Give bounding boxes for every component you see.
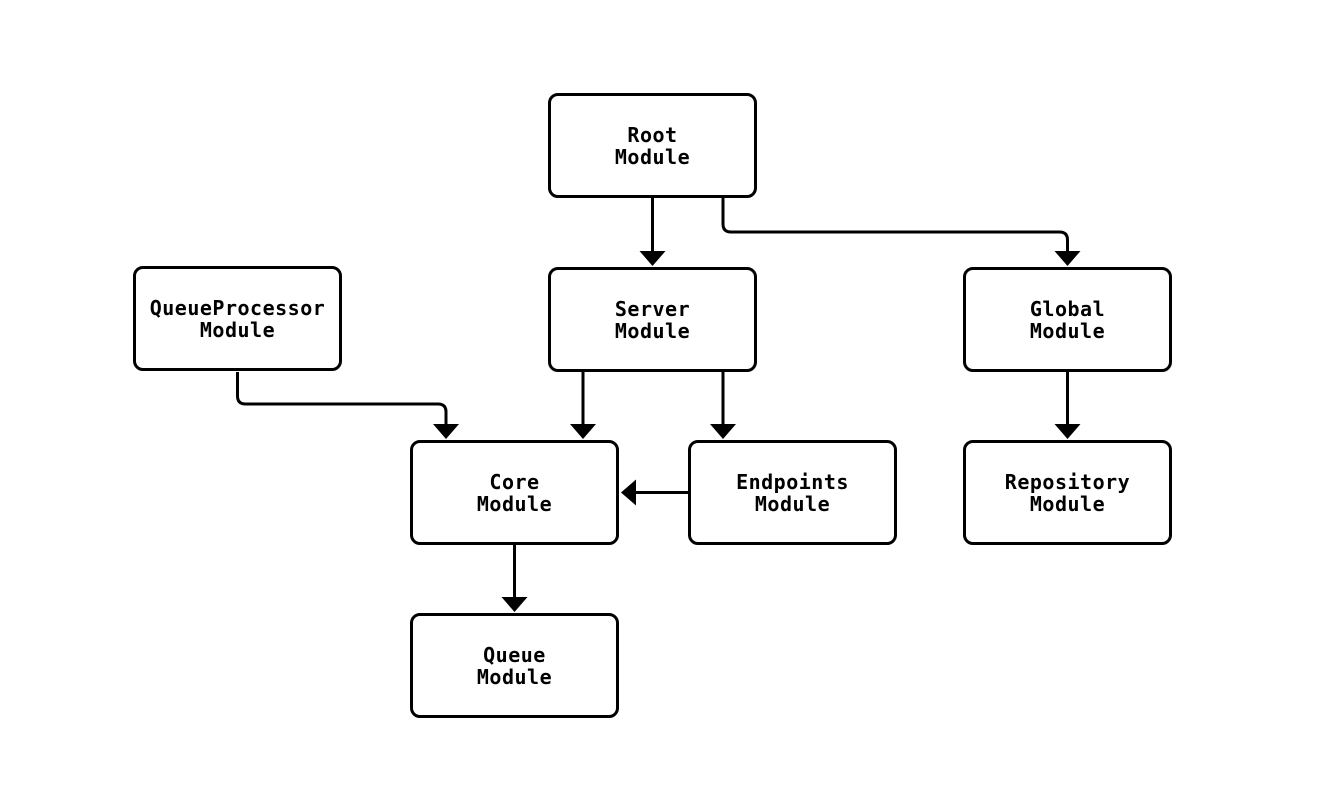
node-global-module: Global Module xyxy=(963,267,1172,372)
node-server-module: Server Module xyxy=(548,267,757,372)
arrowhead-down-icon xyxy=(1054,251,1081,266)
node-endpoints-module: Endpoints Module xyxy=(688,440,897,545)
arrowhead-down-icon xyxy=(501,597,528,612)
node-queueprocessor-module: QueueProcessor Module xyxy=(133,266,342,371)
node-queue-module: Queue Module xyxy=(410,613,619,718)
edge-root-to-global xyxy=(721,198,1081,266)
edge-endpoints-to-core xyxy=(621,479,688,506)
arrowhead-down-icon xyxy=(433,424,459,439)
edge-core-to-queue xyxy=(501,545,528,612)
arrowhead-left-icon xyxy=(621,479,636,506)
node-global-module-label: Global Module xyxy=(1029,296,1106,343)
node-endpoints-module-label: Endpoints Module xyxy=(736,469,849,516)
node-repository-module: Repository Module xyxy=(963,440,1172,545)
node-queueprocessor-module-label: QueueProcessor Module xyxy=(149,295,326,342)
edge-root-to-server xyxy=(639,198,666,266)
edge-server-to-core xyxy=(570,372,596,439)
node-root-module: Root Module xyxy=(548,93,757,198)
node-server-module-label: Server Module xyxy=(614,296,691,343)
node-repository-module-label: Repository Module xyxy=(1004,469,1131,516)
arrowhead-down-icon xyxy=(639,251,666,266)
edge-server-to-endpoints xyxy=(710,372,736,439)
edge-queueprocessor-to-core xyxy=(236,372,459,439)
edge-global-to-repository xyxy=(1054,372,1081,439)
arrowhead-down-icon xyxy=(710,424,736,439)
node-core-module: Core Module xyxy=(410,440,619,545)
node-queue-module-label: Queue Module xyxy=(476,642,553,689)
arrowhead-down-icon xyxy=(1054,424,1081,439)
node-root-module-label: Root Module xyxy=(614,122,691,169)
arrowhead-down-icon xyxy=(570,424,596,439)
node-core-module-label: Core Module xyxy=(476,469,553,516)
